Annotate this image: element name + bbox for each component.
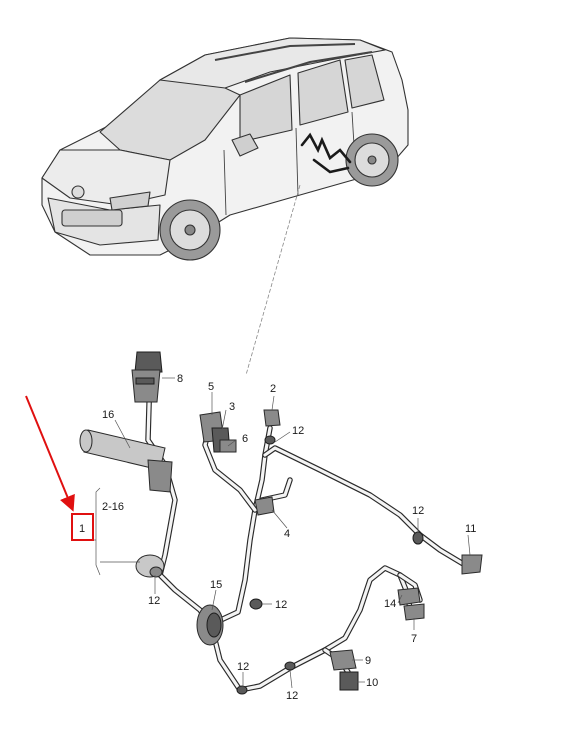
- part-12-clip-upper-left: [147, 459, 173, 493]
- callout-12-bottom-left: 12: [237, 661, 249, 673]
- part-2-connector: [263, 409, 281, 427]
- wiring-harness: [145, 369, 468, 693]
- callout-5: 5: [208, 381, 214, 393]
- part-9-connector: [329, 649, 357, 671]
- callout-14: 14: [384, 598, 396, 610]
- callout-12-right: 12: [412, 505, 424, 517]
- callout-labels: 8 16 5 3 6 2 12 4 12 11 2-16 12 15 12 14…: [79, 373, 476, 702]
- callout-3: 3: [229, 401, 235, 413]
- part-15-grommet: [196, 604, 224, 646]
- car-illustration: [41, 37, 409, 261]
- part-12-clip-left: [135, 554, 165, 578]
- part-12-clip-top: [264, 435, 276, 445]
- red-highlight-box: [71, 513, 94, 541]
- part-11-connector: [461, 554, 483, 575]
- callout-8: 8: [177, 373, 183, 385]
- part-12-clip-bottom: [284, 661, 296, 671]
- callout-1: 1: [79, 523, 85, 535]
- callout-10: 10: [366, 677, 378, 689]
- callout-15: 15: [210, 579, 222, 591]
- part-10-connector: [339, 671, 359, 691]
- callout-6: 6: [242, 433, 248, 445]
- callout-12-bottom: 12: [286, 690, 298, 702]
- highlight-annotation: [25, 395, 94, 541]
- part-8-connector: [131, 351, 163, 403]
- callout-12-top: 12: [292, 425, 304, 437]
- callout-9: 9: [365, 655, 371, 667]
- part-4-connector: [254, 496, 275, 516]
- callout-7: 7: [411, 633, 417, 645]
- callout-16: 16: [102, 409, 114, 421]
- callout-12-left: 12: [148, 595, 160, 607]
- part-7-connector: [403, 603, 425, 621]
- part-12-clip-center: [249, 598, 263, 610]
- guide-line: [245, 184, 301, 376]
- callout-2: 2: [270, 383, 276, 395]
- callout-2-16: 2-16: [102, 501, 124, 513]
- red-arrow: [25, 395, 75, 512]
- callout-4: 4: [284, 528, 290, 540]
- part-12-clip-bottom-left: [236, 685, 248, 695]
- callout-12-center: 12: [275, 599, 287, 611]
- callout-11: 11: [465, 523, 476, 535]
